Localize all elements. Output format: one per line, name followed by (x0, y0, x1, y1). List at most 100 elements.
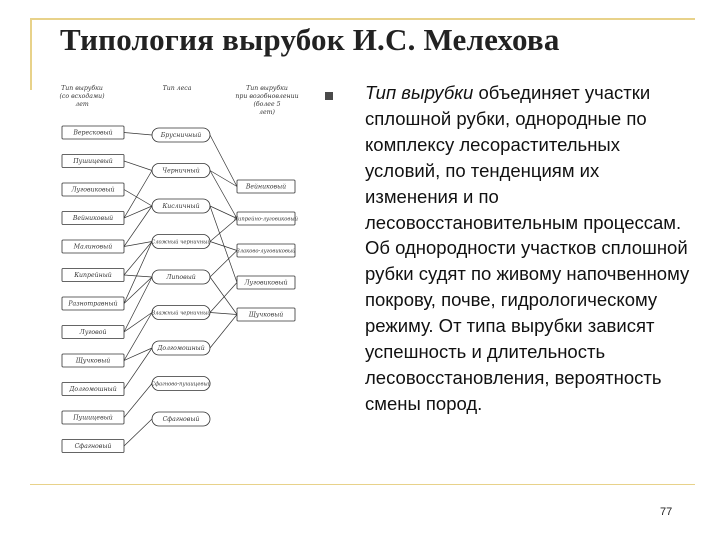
svg-text:Кипрейно-луговиковый: Кипрейно-луговиковый (233, 217, 298, 223)
diagram-left-box: Долгомошный (61, 382, 125, 396)
bullet-icon (325, 92, 333, 100)
diagram-connector (123, 241, 153, 304)
svg-text:Луговиковый: Луговиковый (243, 280, 287, 287)
diagram-middle-box: Сфагновый (151, 411, 211, 427)
diagram-connector (123, 132, 153, 136)
diagram-right-box: Вейниковый (236, 179, 296, 194)
diagram-middle-box: Сфагново-пушицевый (151, 376, 211, 391)
svg-text:Липовый: Липовый (165, 274, 195, 281)
diagram-middle-box: Кисличный (151, 198, 211, 214)
svg-text:Щучковый: Щучковый (249, 312, 284, 319)
diagram-middle-box: Сложный черничный (151, 234, 211, 249)
diagram-header-right: при возобновлении (235, 93, 298, 100)
svg-text:Сфагновый: Сфагновый (75, 443, 112, 450)
svg-text:Долгомошный: Долгомошный (156, 345, 204, 352)
diagram-middle-box: Липовый (151, 269, 211, 285)
bottom-rule (30, 484, 695, 485)
diagram-header-left: Тип вырубки (61, 85, 103, 92)
diagram-left-box: Вересковый (61, 125, 125, 140)
diagram-connector (209, 218, 238, 242)
diagram-left-box: Пушицевый (61, 410, 125, 425)
diagram-connector (209, 205, 238, 219)
svg-text:Долгомошный: Долгомошный (68, 386, 116, 393)
diagram-middle-box: Долгомошный (151, 340, 211, 356)
diagram-header-left: лет (75, 101, 89, 108)
body-paragraph: Тип вырубки объединяет участки сплошной … (365, 80, 697, 417)
top-rule (30, 18, 695, 20)
diagram-connector (209, 170, 238, 219)
diagram-connector (123, 241, 153, 247)
diagram-connector (123, 276, 153, 333)
diagram-connector (209, 312, 238, 315)
svg-text:Вейниковый: Вейниковый (245, 184, 286, 191)
left-rule (30, 18, 32, 90)
svg-text:Пушицевый: Пушицевый (72, 158, 112, 165)
diagram-middle-box: Влажный черничный (150, 305, 211, 320)
diagram-left-box: Луговиковый (61, 182, 125, 197)
diagram-connector (123, 276, 153, 304)
diagram-header-right: (более 5 (253, 101, 280, 108)
diagram-connector (123, 347, 153, 361)
diagram-left-box: Малиновый (61, 239, 125, 254)
diagram-connector (123, 312, 153, 361)
svg-text:Пушицевый: Пушицевый (72, 415, 112, 422)
diagram-right-box: Щучковый (236, 307, 296, 322)
svg-text:Злаково-луговиковый: Злаково-луговиковый (237, 249, 296, 255)
diagram-connector (209, 276, 238, 315)
diagram-middle-box: Брусничный (151, 127, 211, 143)
diagram-connector (123, 205, 153, 247)
page-number: 77 (660, 506, 673, 518)
diagram-connector (123, 205, 153, 219)
diagram-left-box: Луговой (61, 325, 125, 339)
diagram-left-box: Пушицевый (61, 154, 125, 168)
diagram-connector (123, 189, 153, 207)
diagram-connector (123, 274, 153, 278)
svg-text:Брусничный: Брусничный (160, 132, 202, 139)
diagram-connector (209, 205, 238, 283)
diagram-left-box: Сфагновый (61, 439, 125, 453)
svg-text:Луговиковый: Луговиковый (70, 187, 114, 194)
diagram-connector (123, 312, 153, 333)
diagram-connector (123, 241, 153, 276)
diagram-connector (209, 134, 238, 187)
diagram-left-box: Разнотравный (61, 296, 125, 311)
diagram-header-right: лет) (259, 109, 275, 116)
diagram-right-box: Кипрейно-луговиковый (233, 211, 298, 226)
diagram-header-left: (со всходами) (60, 93, 106, 100)
svg-text:Малиновый: Малиновый (73, 244, 112, 251)
diagram-connector (123, 347, 153, 390)
svg-text:Разнотравный: Разнотравный (67, 301, 117, 308)
diagram-connector (209, 170, 238, 187)
svg-text:Черничный: Черничный (162, 168, 199, 175)
diagram-left-box: Щучковый (61, 353, 125, 368)
diagram-header-right: Тип вырубки (246, 85, 288, 92)
svg-text:Кисличный: Кисличный (161, 203, 199, 210)
svg-text:Сложный черничный: Сложный черничный (151, 240, 211, 246)
diagram-connector (123, 383, 153, 418)
diagram-connector (209, 314, 238, 349)
diagram-left-box: Кипрейный (61, 268, 125, 282)
body-text: объединяет участки сплошной рубки, однор… (365, 82, 690, 414)
diagram-connector (123, 160, 153, 171)
svg-text:Щучковый: Щучковый (76, 358, 111, 365)
svg-text:Сфагново-пушицевый: Сфагново-пушицевый (151, 381, 211, 388)
diagram-right-box: Луговиковый (236, 275, 296, 290)
diagram-connector (209, 282, 238, 313)
diagram-right-box: Злаково-луговиковый (237, 243, 296, 258)
svg-text:Влажный черничный: Влажный черничный (150, 311, 210, 317)
svg-text:Кипрейный: Кипрейный (73, 272, 111, 279)
svg-text:Вересковый: Вересковый (72, 130, 112, 137)
diagram-connector (209, 241, 238, 251)
diagram-middle-box: Черничный (151, 163, 211, 178)
svg-text:Вейниковый: Вейниковый (72, 215, 113, 222)
diagram-connector (209, 250, 238, 278)
slide-title: Типология вырубок И.С. Мелехова (60, 22, 560, 57)
svg-text:Луговой: Луговой (79, 329, 107, 336)
diagram-header-middle: Тип леса (163, 85, 192, 92)
diagram-connector (123, 170, 153, 219)
svg-text:Сфагновый: Сфагновый (163, 416, 200, 423)
diagram-connector (123, 418, 153, 447)
body-lead-term: Тип вырубки (365, 82, 474, 103)
diagram-left-box: Вейниковый (61, 211, 125, 225)
